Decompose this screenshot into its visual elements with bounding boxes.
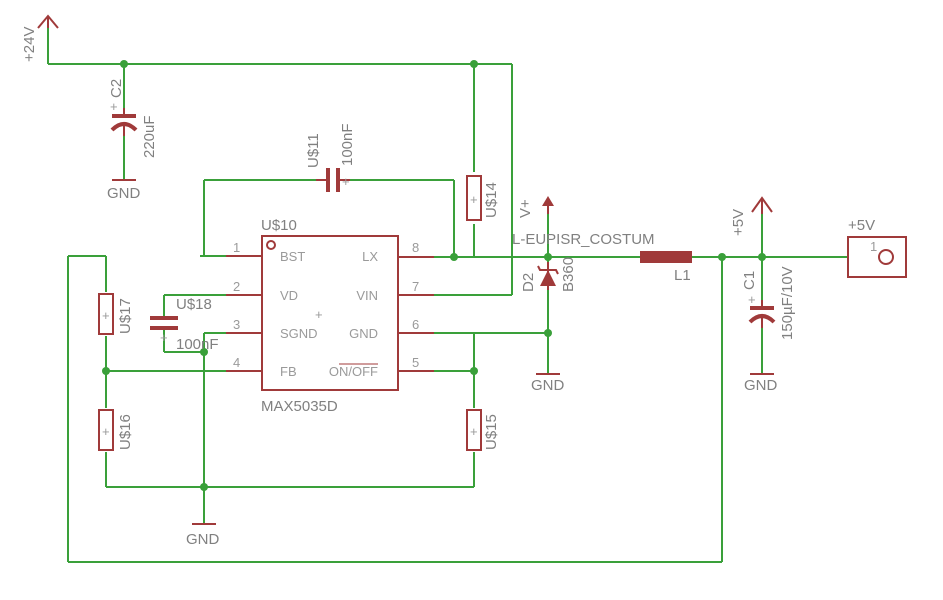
label-components-c1-name: C1 — [741, 271, 758, 290]
inductor-l1: L-EUPISR_COSTUM L1 — [512, 231, 692, 284]
diode-d2: D2 B360 — [520, 257, 577, 292]
label-components-u11-name: U$11 — [305, 133, 322, 168]
junction — [470, 60, 478, 68]
label-ic_pins_left-1-name: VD — [280, 288, 298, 303]
label-ic_pins_right-0-name: LX — [362, 249, 378, 264]
svg-text:+: + — [748, 292, 756, 307]
junction — [718, 253, 726, 261]
label-ic_pins_left-1-num: 2 — [233, 279, 240, 294]
label-ic_pins_right-3-name: ON/OFF — [329, 364, 378, 379]
label-ic_pins_right-2-num: 6 — [412, 317, 419, 332]
label-supplies-gnd2: GND — [186, 531, 220, 548]
supply-vplus: V+ — [517, 196, 554, 218]
capacitor-u18: + U$18 100nF — [150, 296, 219, 353]
svg-text:+: + — [102, 308, 110, 323]
resistor-u17: + U$17 — [98, 293, 134, 335]
gnd-symbol-diode: GND — [531, 373, 565, 394]
gnd-symbol-c1: GND — [744, 373, 778, 394]
label-supplies-plus24v: +24V — [21, 27, 38, 62]
label-ic_pins_right-1-name: VIN — [356, 288, 378, 303]
label-components-l1-name: L1 — [674, 267, 691, 284]
capacitor-c2: + C2 220uF — [108, 79, 158, 158]
label-components-conn-pin: 1 — [870, 239, 877, 254]
label-components-u18-value: 100nF — [176, 336, 219, 353]
supply-plus5v: +5V — [730, 196, 773, 236]
svg-text:+: + — [110, 99, 118, 114]
label-components-c2-name: C2 — [108, 79, 125, 98]
label-ic_pins_left-3-num: 4 — [233, 355, 240, 370]
label-components-u11-value: 100nF — [339, 123, 356, 166]
label-ic_pins_left-3-name: FB — [280, 364, 297, 379]
label-components-d2-value: B360 — [560, 257, 577, 292]
junction — [544, 329, 552, 337]
junction — [120, 60, 128, 68]
label-components-u17-name: U$17 — [117, 298, 134, 334]
svg-text:+: + — [470, 192, 478, 207]
label-components-l1-value: L-EUPISR_COSTUM — [512, 231, 655, 248]
label-components-u16-name: U$16 — [117, 414, 134, 450]
connector-plus5v: 1 +5V — [847, 217, 907, 278]
gnd-symbol-c2: GND — [107, 179, 141, 202]
label-supplies-gnd1: GND — [107, 185, 141, 202]
capacitor-u11: + U$11 100nF — [305, 123, 356, 192]
resistor-u14: + U$14 — [466, 175, 500, 221]
label-components-d2-name: D2 — [520, 273, 537, 292]
wires — [47, 28, 848, 563]
label-ic_pins_right-0-num: 8 — [412, 240, 419, 255]
junction — [102, 367, 110, 375]
label-ic_pins_right-2-name: GND — [349, 326, 378, 341]
junction — [200, 483, 208, 491]
label-ic_pins_left-2-name: SGND — [280, 326, 318, 341]
svg-text:+: + — [315, 307, 323, 322]
capacitor-c1: + C1 150µF/10V — [741, 266, 796, 340]
junction — [450, 253, 458, 261]
junction — [200, 348, 208, 356]
label-supplies-plus5v_sym: +5V — [730, 209, 747, 236]
resistor-u15: + U$15 — [466, 409, 500, 451]
label-components-c2-value: 220uF — [141, 115, 158, 158]
svg-text:+: + — [342, 174, 350, 189]
label-components-u10-value: MAX5035D — [261, 398, 338, 415]
svg-text:+: + — [470, 424, 478, 439]
label-ic_pins_right-1-num: 7 — [412, 279, 419, 294]
resistor-u16: + U$16 — [98, 409, 134, 451]
label-components-u15-name: U$15 — [483, 414, 500, 450]
svg-text:+: + — [102, 424, 110, 439]
svg-text:+: + — [160, 330, 168, 345]
label-ic_pins_right-3-num: 5 — [412, 355, 419, 370]
label-supplies-gnd4: GND — [744, 377, 778, 394]
label-ic_pins_left-2-num: 3 — [233, 317, 240, 332]
label-components-u14-name: U$14 — [483, 182, 500, 218]
label-supplies-gnd3: GND — [531, 377, 565, 394]
junction — [544, 253, 552, 261]
label-components-c1-value: 150µF/10V — [779, 266, 796, 340]
label-components-u18-name: U$18 — [176, 296, 212, 313]
junction — [758, 253, 766, 261]
gnd-symbol-sgnd: GND — [186, 523, 220, 548]
label-supplies-vplus: V+ — [517, 199, 534, 218]
label-ic_pins_left-0-name: BST — [280, 249, 305, 264]
label-supplies-plus5v_conn: +5V — [848, 217, 875, 234]
label-components-u10-name: U$10 — [261, 217, 297, 234]
junctions — [102, 60, 766, 491]
ic-max5035d: + U$10 MAX5035D 1 2 3 4 BST VD SGND FB 8… — [226, 217, 434, 415]
label-ic_pins_left-0-num: 1 — [233, 240, 240, 255]
junction — [470, 367, 478, 375]
supply-plus24v: +24V — [21, 14, 59, 62]
